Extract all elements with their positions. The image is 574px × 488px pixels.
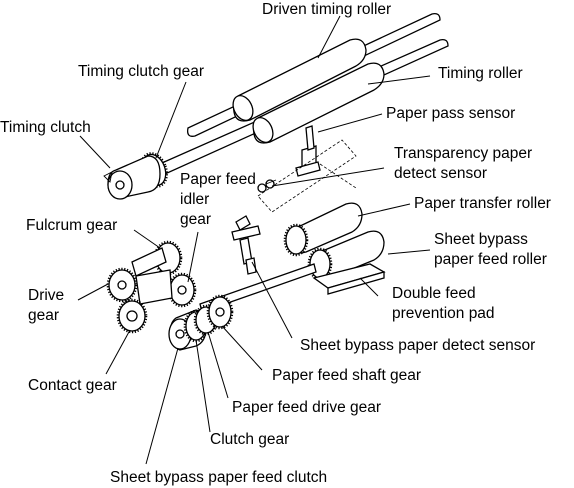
label-paper-pass-sensor: Paper pass sensor (386, 105, 515, 122)
label-sheet-bypass-roller-line2: paper feed roller (434, 251, 547, 268)
paper-transfer-roller-assembly (283, 202, 386, 295)
label-sheet-bypass-clutch: Sheet bypass paper feed clutch (110, 469, 327, 486)
driven-timing-roller-end (232, 95, 254, 121)
label-drive-gear-line1: Drive (28, 287, 64, 304)
label-fulcrum-gear: Fulcrum gear (26, 217, 117, 234)
label-contact-gear: Contact gear (28, 377, 117, 394)
label-timing-roller: Timing roller (438, 65, 523, 82)
label-driven-timing-roller: Driven timing roller (262, 1, 391, 18)
label-double-feed-line1: Double feed (392, 285, 476, 302)
label-paper-feed-idler-line3: gear (180, 211, 211, 228)
timing-roller-end (252, 117, 274, 143)
label-timing-clutch: Timing clutch (0, 119, 91, 136)
label-clutch-gear: Clutch gear (210, 431, 289, 448)
paper-pass-sensor (257, 125, 357, 213)
timing-clutch-hub (115, 180, 125, 190)
sheet-bypass-paper-detect-sensor (231, 215, 261, 275)
paper-path-plane (257, 139, 357, 213)
label-paper-feed-idler-line2: idler (180, 191, 209, 208)
label-drive-gear-line2: gear (28, 307, 59, 324)
label-paper-transfer-roller: Paper transfer roller (414, 195, 551, 212)
label-timing-clutch-gear: Timing clutch gear (78, 63, 204, 80)
label-sheet-bypass-roller-line1: Sheet bypass (434, 231, 528, 248)
gear-train (106, 240, 234, 351)
label-transparency-line2: detect sensor (394, 165, 487, 182)
leader-lines (77, 15, 431, 465)
transparency-paper-detect-sensor (257, 179, 277, 193)
label-transparency-line1: Transparency paper (394, 145, 532, 162)
labels: Driven timing roller Timing roller Timin… (0, 1, 551, 486)
label-double-feed-line2: prevention pad (392, 305, 495, 322)
label-paper-feed-shaft-gear: Paper feed shaft gear (272, 367, 421, 384)
label-paper-feed-idler-line1: Paper feed (180, 171, 256, 188)
label-sheet-bypass-detect-sensor: Sheet bypass paper detect sensor (300, 337, 535, 354)
label-paper-feed-drive-gear: Paper feed drive gear (232, 399, 381, 416)
timing-roller-assembly (103, 12, 449, 200)
